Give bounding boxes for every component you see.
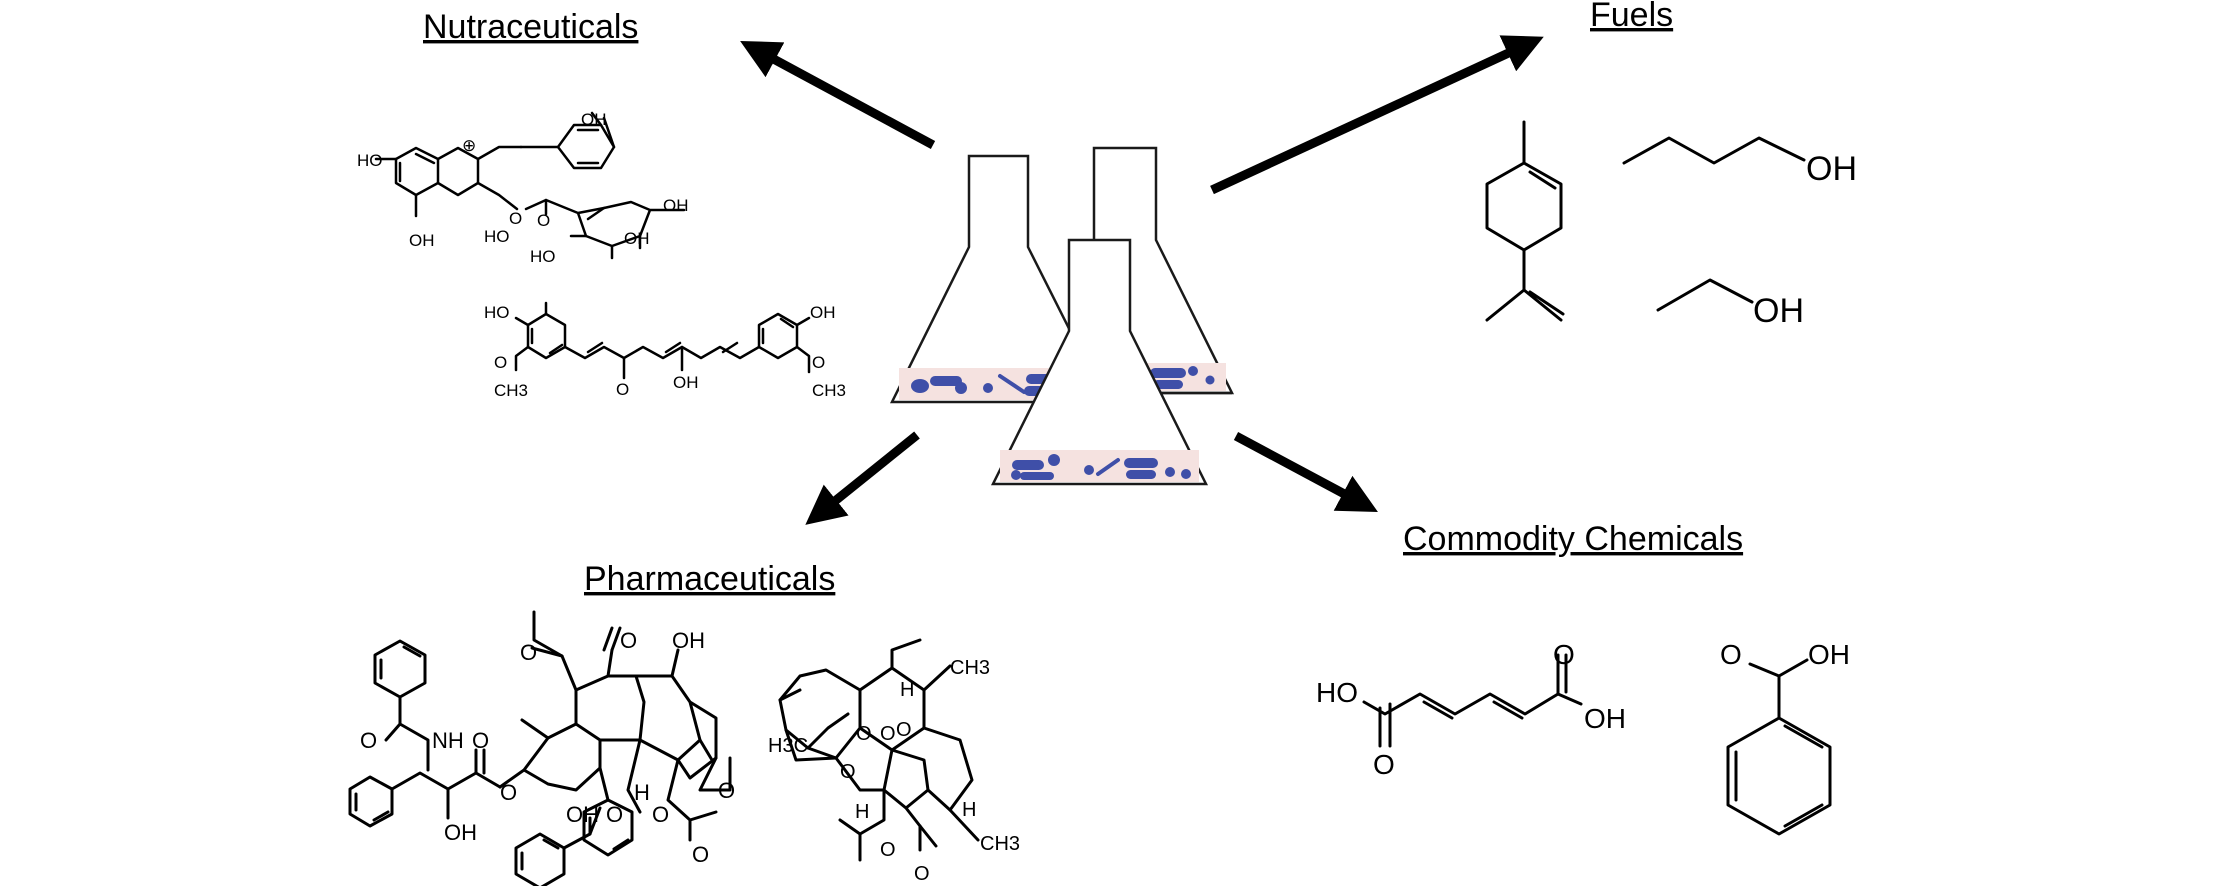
molecule-butanol: OH <box>1622 136 1857 188</box>
atom-o: O <box>880 723 896 745</box>
molecule-anthocyanin: HO OH ⊕ OH O O HO HO OH OH <box>357 110 689 266</box>
molecule-benzoic-acid: O OH <box>1720 639 1850 836</box>
atom-h: H <box>962 799 976 821</box>
atom-o: O <box>1553 639 1575 670</box>
atom-o: O <box>360 728 377 753</box>
atom-o: O <box>856 723 872 745</box>
atom-oh: OH <box>663 196 689 215</box>
atom-oh: OH <box>409 231 435 250</box>
atom-o: O <box>472 728 489 753</box>
atom-h: H <box>900 679 914 701</box>
molecule-ethanol: OH <box>1656 278 1804 330</box>
atom-ch3: CH3 <box>950 657 990 679</box>
molecule-curcumin: HO O CH3 O OH OH O CH3 <box>484 301 846 400</box>
culture-flasks <box>889 146 1235 486</box>
atom-o: O <box>840 761 856 783</box>
atom-h3c: H3C <box>768 735 808 757</box>
atom-o: O <box>718 778 735 803</box>
atom-och3: CH3 <box>812 381 846 400</box>
atom-och3: CH3 <box>494 381 528 400</box>
atom-ho: HO <box>1316 677 1358 708</box>
atom-o: O <box>620 628 637 653</box>
atom-ch3: CH3 <box>980 833 1020 855</box>
molecule-artemisinin: H3C O O O O H H O CH3 H CH3 O <box>768 638 1020 885</box>
atom-oh: OH <box>672 628 705 653</box>
atom-o: O <box>896 719 912 741</box>
molecule-muconic-acid: HO O O OH <box>1316 639 1626 780</box>
arrow-to-nutraceuticals <box>740 40 936 149</box>
atom-o: O <box>494 353 507 372</box>
atom-o: O <box>880 839 896 861</box>
atom-ho: HO <box>530 247 556 266</box>
atom-o: O <box>1720 639 1742 670</box>
atom-h: H <box>855 801 869 823</box>
arrow-to-commodity-chemicals <box>1233 432 1378 512</box>
atom-o: O <box>616 380 629 399</box>
atom-ho: HO <box>484 303 510 322</box>
atom-oh: OH <box>1584 703 1626 734</box>
heading-pharmaceuticals: Pharmaceuticals <box>584 560 835 598</box>
heading-nutraceuticals: Nutraceuticals <box>423 8 638 46</box>
atom-o: O <box>520 640 537 665</box>
atom-o: O <box>509 209 522 228</box>
atom-oh: OH <box>1753 292 1804 330</box>
atom-h: H <box>634 780 650 805</box>
molecule-paclitaxel: O NH OH O O O O OH OH O H O O O <box>348 610 735 890</box>
atom-charge: ⊕ <box>462 136 476 155</box>
atom-oh: OH <box>810 303 836 322</box>
atom-o: O <box>500 780 517 805</box>
atom-o: O <box>914 863 930 885</box>
atom-o: O <box>1373 749 1395 780</box>
atom-oh: OH <box>581 110 607 129</box>
atom-oh: OH <box>1808 639 1850 670</box>
atom-ho: HO <box>484 227 510 246</box>
atom-nh: NH <box>432 728 464 753</box>
arrow-to-pharmaceuticals <box>805 431 920 525</box>
atom-o: O <box>812 353 825 372</box>
heading-commodity-chemicals: Commodity Chemicals <box>1403 520 1743 558</box>
atom-oh: OH <box>1806 150 1857 188</box>
atom-o: O <box>652 802 669 827</box>
flask-front <box>990 238 1209 486</box>
atom-oh: OH <box>444 820 477 845</box>
atom-oh: OH <box>624 229 650 248</box>
atom-o: O <box>537 211 550 230</box>
heading-fuels: Fuels <box>1590 0 1673 34</box>
atom-o: O <box>606 802 623 827</box>
atom-o: O <box>692 842 709 867</box>
atom-ho: HO <box>357 151 383 170</box>
arrow-to-fuels <box>1210 35 1544 195</box>
atom-oh: OH <box>673 373 699 392</box>
molecule-limonene <box>1485 120 1565 322</box>
